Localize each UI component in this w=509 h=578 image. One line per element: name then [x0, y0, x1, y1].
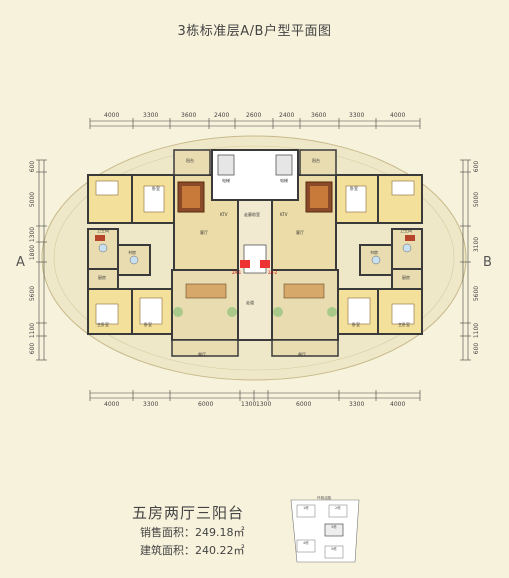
bottom-dim: 6000 [296, 401, 312, 408]
room-label-lift: 电梯 [222, 178, 230, 183]
plan-title: 3栋标准层A/B户型平面图 [177, 24, 332, 39]
top-dim: 3600 [311, 112, 327, 119]
top-dim: 3300 [349, 112, 365, 119]
room-label-lift-hall: 走廊前室 [244, 212, 260, 217]
key-building-label: 3栋 [331, 525, 337, 529]
key-building-label: 4栋 [303, 541, 309, 545]
room-label-bed: 卧室 [350, 186, 358, 191]
bottom-dim: 6000 [198, 401, 214, 408]
bottom-dim: 1300 [241, 401, 257, 408]
bottom-dim: 4000 [104, 401, 120, 408]
room-label-study: 书房 [370, 250, 378, 255]
room-label-ktv: KTV [220, 212, 228, 217]
bottom-dim: 1300 [256, 401, 272, 408]
top-dim: 4000 [390, 112, 406, 119]
room-label-ktv: KTV [280, 212, 288, 217]
bottom-dim: 3300 [349, 401, 365, 408]
right-dim: 1100 [473, 322, 481, 339]
room-label-balcony: 阳台 [186, 158, 194, 163]
top-dim: 4000 [104, 112, 120, 119]
left-dim: 600 [29, 342, 37, 355]
room-label-bath: 卫生间 [97, 228, 109, 233]
site-oval-inner [53, 145, 455, 371]
right-dim: 600 [473, 342, 481, 355]
left-dim: 1300 [29, 226, 37, 243]
top-dim: 3600 [181, 112, 197, 119]
left-dim: 1100 [29, 322, 37, 339]
sales-area: 销售面积：249.18㎡ [140, 526, 245, 539]
left-dim: 600 [29, 160, 37, 173]
room-label-corridor: 走道 [246, 300, 254, 305]
left-dim: 1800 [29, 244, 37, 261]
right-dim: 600 [473, 160, 481, 173]
unit-tag-b: 2A-2 [268, 270, 278, 275]
left-dim: 5600 [29, 285, 37, 302]
key-road-label: 环城北路 [317, 496, 331, 500]
room-label-bath: 卫生间 [400, 228, 412, 233]
bottom-dim: 4000 [390, 401, 406, 408]
room-label-master-bed: 主卧室 [398, 322, 410, 327]
side-label-a: A [16, 255, 25, 270]
unit-right [271, 149, 423, 357]
room-label-lift: 电梯 [280, 178, 288, 183]
core [211, 149, 299, 341]
unit-type-title: 五房两厅三阳台 [132, 504, 245, 522]
room-label-bed: 卧室 [144, 322, 152, 327]
room-label-study: 书房 [128, 250, 136, 255]
key-plan: 环城北路 1栋 2栋 3栋 4栋 5栋 [283, 496, 363, 566]
right-dim: 5000 [473, 191, 481, 208]
side-label-b: B [483, 255, 492, 270]
unit-tag-a: 2A-1 [232, 270, 242, 275]
room-label-bed: 卧室 [352, 322, 360, 327]
room-label-kitchen: 厨房 [402, 275, 410, 280]
room-label-living: 客厅 [200, 230, 208, 235]
room-label-dining: 餐厅 [198, 352, 206, 357]
build-area: 建筑面积：240.22㎡ [140, 544, 245, 557]
left-dim: 5000 [29, 191, 37, 208]
key-building-label: 5栋 [331, 547, 337, 551]
room-label-dining: 餐厅 [298, 352, 306, 357]
room-label-kitchen: 厨房 [98, 275, 106, 280]
right-dim: 5600 [473, 285, 481, 302]
top-dim: 2400 [279, 112, 295, 119]
top-dim: 3300 [143, 112, 159, 119]
top-dim: 2600 [246, 112, 262, 119]
bottom-dim: 3300 [143, 401, 159, 408]
key-building-label: 1栋 [303, 506, 309, 510]
room-label-bed: 卧室 [152, 186, 160, 191]
room-label-balcony: 阳台 [312, 158, 320, 163]
right-dim: 3100 [473, 236, 481, 253]
room-label-master-bed: 主卧室 [97, 322, 109, 327]
top-dim: 2400 [214, 112, 230, 119]
room-label-living: 客厅 [296, 230, 304, 235]
key-building-label: 2栋 [335, 506, 341, 510]
